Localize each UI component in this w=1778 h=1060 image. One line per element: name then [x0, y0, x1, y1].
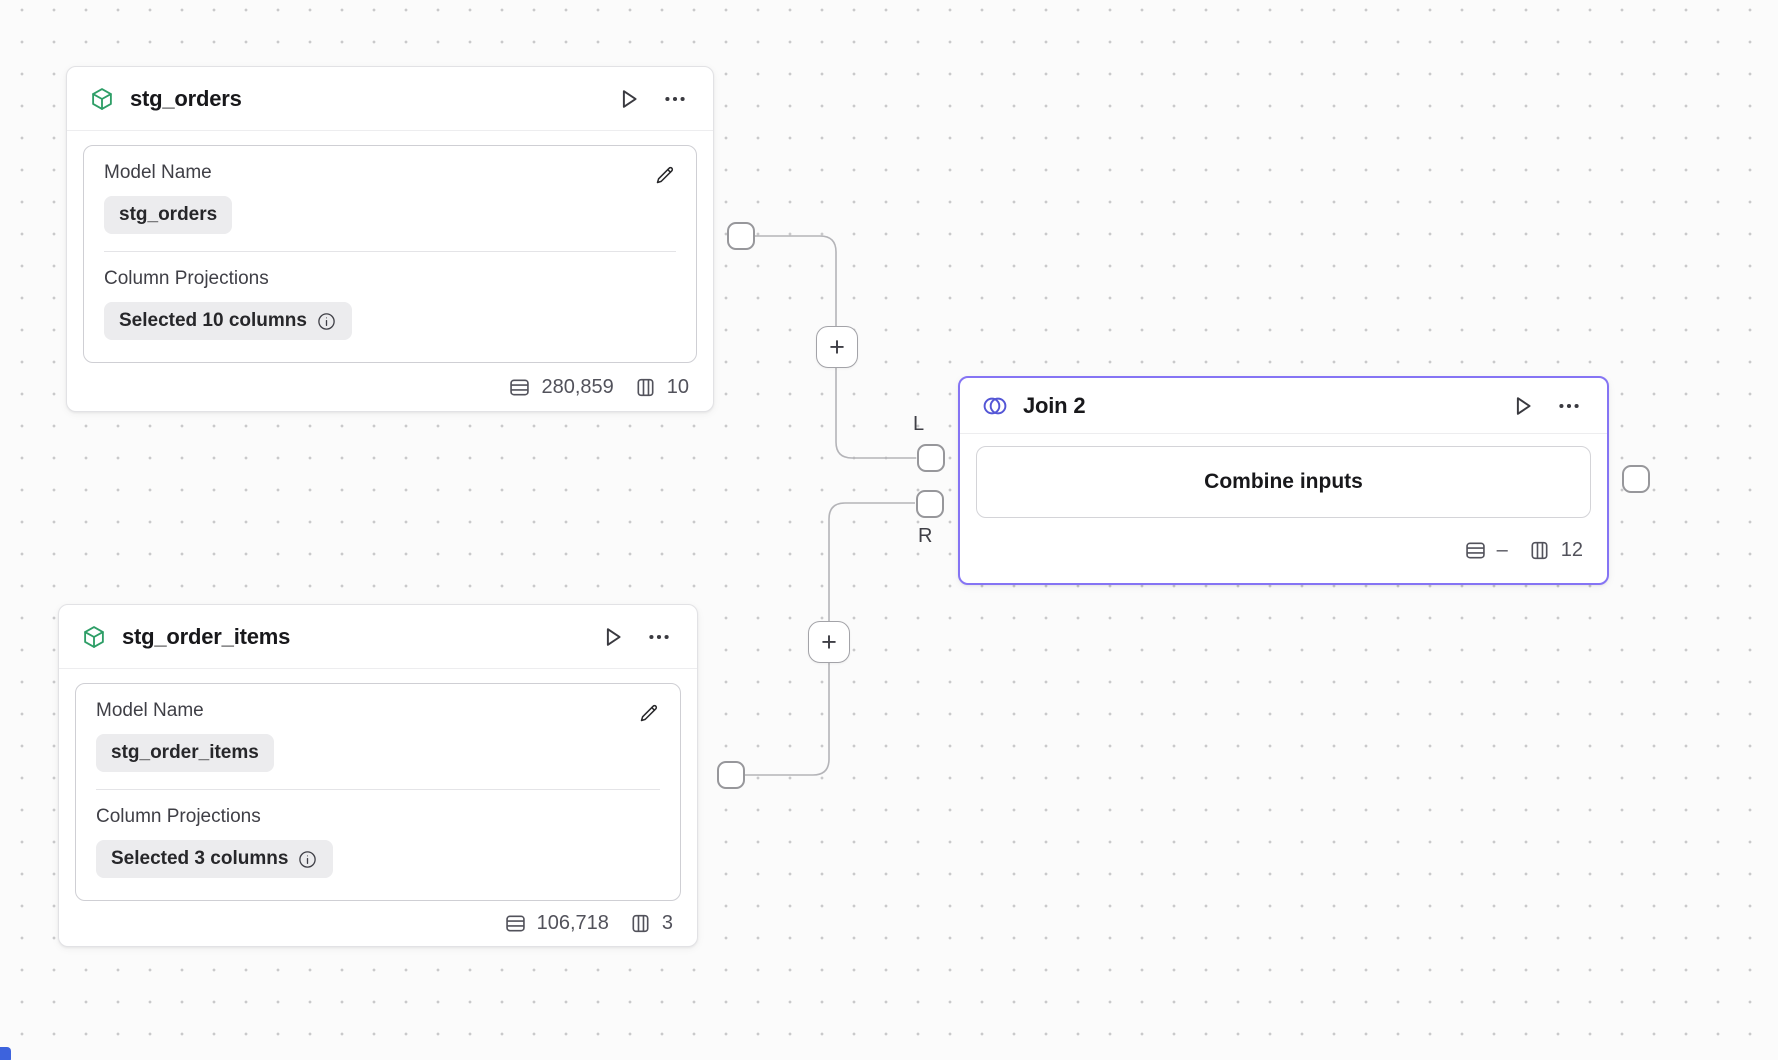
pencil-icon [637, 701, 661, 725]
model-name-value-chip[interactable]: stg_orders [104, 196, 233, 234]
node-stg-order-items[interactable]: stg_order_items Mod [58, 604, 698, 947]
node-stats-footer: – 12 [960, 518, 1607, 583]
node-stg-orders-header: stg_orders [67, 67, 713, 131]
column-projections-label: Column Projections [96, 806, 261, 827]
model-name-label: Model Name [104, 162, 212, 183]
run-node-button[interactable] [596, 621, 628, 653]
row-count: – [1496, 539, 1508, 561]
ellipsis-icon [1556, 393, 1582, 419]
play-icon [1509, 393, 1535, 419]
model-cube-icon [89, 86, 115, 112]
model-name-value: stg_orders [119, 204, 218, 225]
canvas-corner-blue-fragment [0, 1047, 11, 1060]
node-stats-footer: 106,718 3 [59, 901, 697, 946]
edit-model-name-button[interactable] [634, 698, 664, 728]
model-name-value: stg_order_items [111, 742, 259, 763]
model-name-value-chip[interactable]: stg_order_items [96, 734, 274, 772]
column-count: 12 [1560, 539, 1583, 561]
add-node-on-edge-button-top[interactable]: + [816, 326, 858, 368]
info-icon [316, 311, 337, 332]
ellipsis-icon [662, 86, 688, 112]
row-count: 106,718 [536, 912, 609, 934]
node-menu-button[interactable] [643, 621, 675, 653]
node-stats-footer: 280,859 10 [67, 363, 713, 411]
node-title: stg_orders [130, 85, 242, 111]
row-count: 280,859 [541, 375, 614, 398]
table-rows-icon [1464, 539, 1487, 562]
play-icon [599, 624, 625, 650]
card-divider [104, 251, 676, 252]
node-title: Join 2 [1023, 392, 1086, 418]
node-menu-button[interactable] [1553, 390, 1585, 422]
node-stg-orders[interactable]: stg_orders Model Na [66, 66, 714, 412]
edit-model-name-button[interactable] [650, 160, 680, 190]
plus-icon: + [829, 331, 845, 362]
combine-inputs-button[interactable]: Combine inputs [976, 446, 1591, 518]
run-node-button[interactable] [1506, 390, 1538, 422]
node-stg-order-items-header: stg_order_items [59, 605, 697, 669]
node-join-2[interactable]: Join 2 Combine inputs – [958, 376, 1609, 585]
play-icon [615, 86, 641, 112]
port-join-right-input[interactable] [916, 490, 944, 518]
info-icon [297, 849, 318, 870]
column-projections-chip[interactable]: Selected 10 columns [104, 302, 352, 340]
node-join-2-header: Join 2 [960, 378, 1607, 434]
join-venn-icon [982, 393, 1008, 419]
table-rows-icon [504, 912, 527, 935]
column-count: 3 [661, 912, 673, 934]
join-left-port-label: L [913, 413, 925, 435]
join-right-port-label: R [918, 525, 933, 547]
node-title: stg_order_items [122, 623, 291, 649]
add-node-on-edge-button-bottom[interactable]: + [808, 621, 850, 663]
card-divider [96, 789, 660, 790]
table-columns-icon [629, 912, 652, 935]
table-rows-icon [508, 376, 531, 399]
node-config-card: Model Name stg_order_items Column Projec… [75, 683, 681, 901]
model-cube-icon [81, 624, 107, 650]
column-count: 10 [666, 375, 689, 398]
column-projections-label: Column Projections [104, 268, 269, 289]
column-projections-value: Selected 10 columns [119, 310, 307, 331]
column-projections-value: Selected 3 columns [111, 848, 289, 869]
port-stg-orders-output[interactable] [727, 222, 755, 250]
model-name-label: Model Name [96, 700, 204, 721]
port-join-output[interactable] [1622, 465, 1650, 493]
port-join-left-input[interactable] [917, 444, 945, 472]
run-node-button[interactable] [612, 83, 644, 115]
ellipsis-icon [646, 624, 672, 650]
table-columns-icon [634, 376, 657, 399]
plus-icon: + [821, 626, 837, 657]
column-projections-chip[interactable]: Selected 3 columns [96, 840, 334, 878]
node-menu-button[interactable] [659, 83, 691, 115]
pencil-icon [653, 163, 677, 187]
node-config-card: Model Name stg_orders Column Projections… [83, 145, 697, 363]
table-columns-icon [1528, 539, 1551, 562]
port-stg-order-items-output[interactable] [717, 761, 745, 789]
